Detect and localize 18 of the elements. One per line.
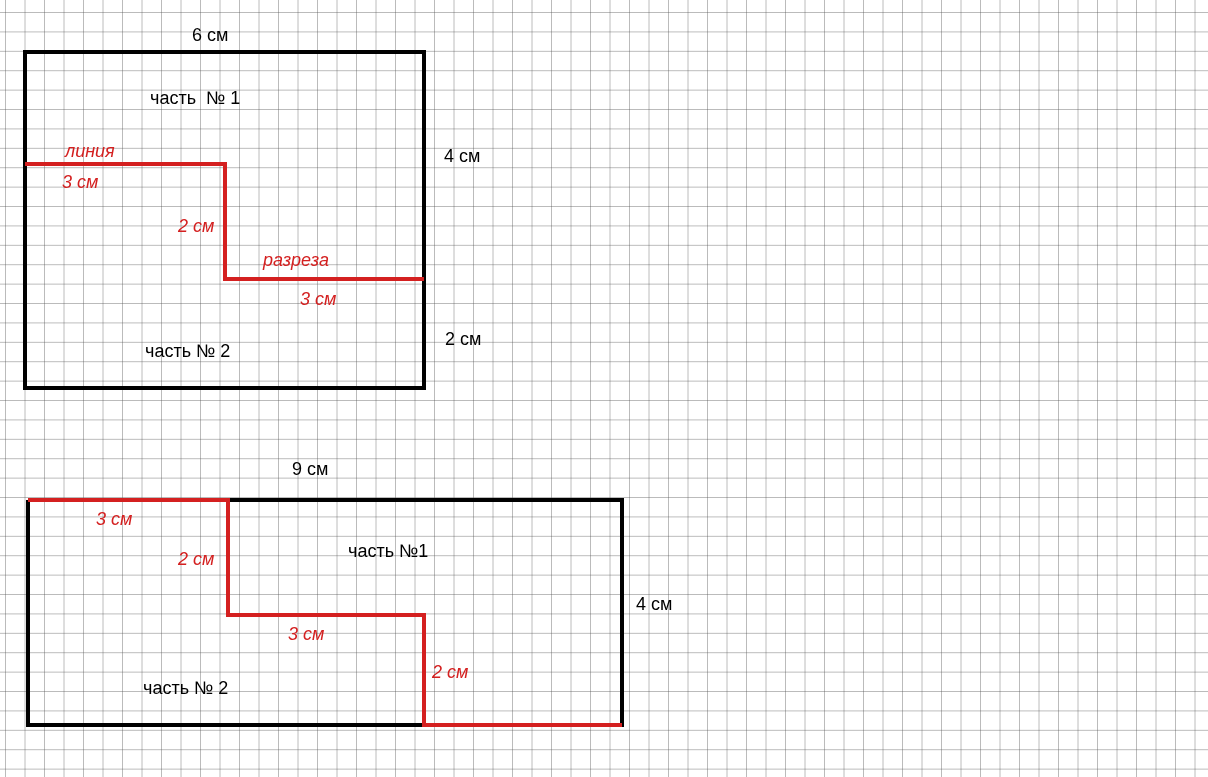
cut-label: разреза bbox=[263, 250, 329, 270]
dimension-label: 2 см bbox=[432, 662, 469, 682]
dimension-label: 3 см bbox=[62, 172, 99, 192]
dimension-label: 2 см bbox=[445, 329, 482, 349]
dimension-label: 4 см bbox=[444, 146, 481, 166]
part-label: часть № 2 bbox=[145, 341, 231, 361]
dimension-label: 3 см bbox=[96, 509, 133, 529]
part-label: часть № 1 bbox=[150, 88, 241, 108]
dimension-label: 2 см bbox=[178, 216, 215, 236]
part-label: часть №1 bbox=[348, 541, 429, 561]
dimension-label: 2 см bbox=[178, 549, 215, 569]
part-label: часть № 2 bbox=[143, 678, 229, 698]
dimension-label: 6 см bbox=[192, 25, 229, 45]
cut-label: линия bbox=[65, 141, 115, 161]
dimension-label: 9 см bbox=[292, 459, 329, 479]
dimension-label: 4 см bbox=[636, 594, 673, 614]
dimension-label: 3 см bbox=[288, 624, 325, 644]
dimension-label: 3 см bbox=[300, 289, 337, 309]
